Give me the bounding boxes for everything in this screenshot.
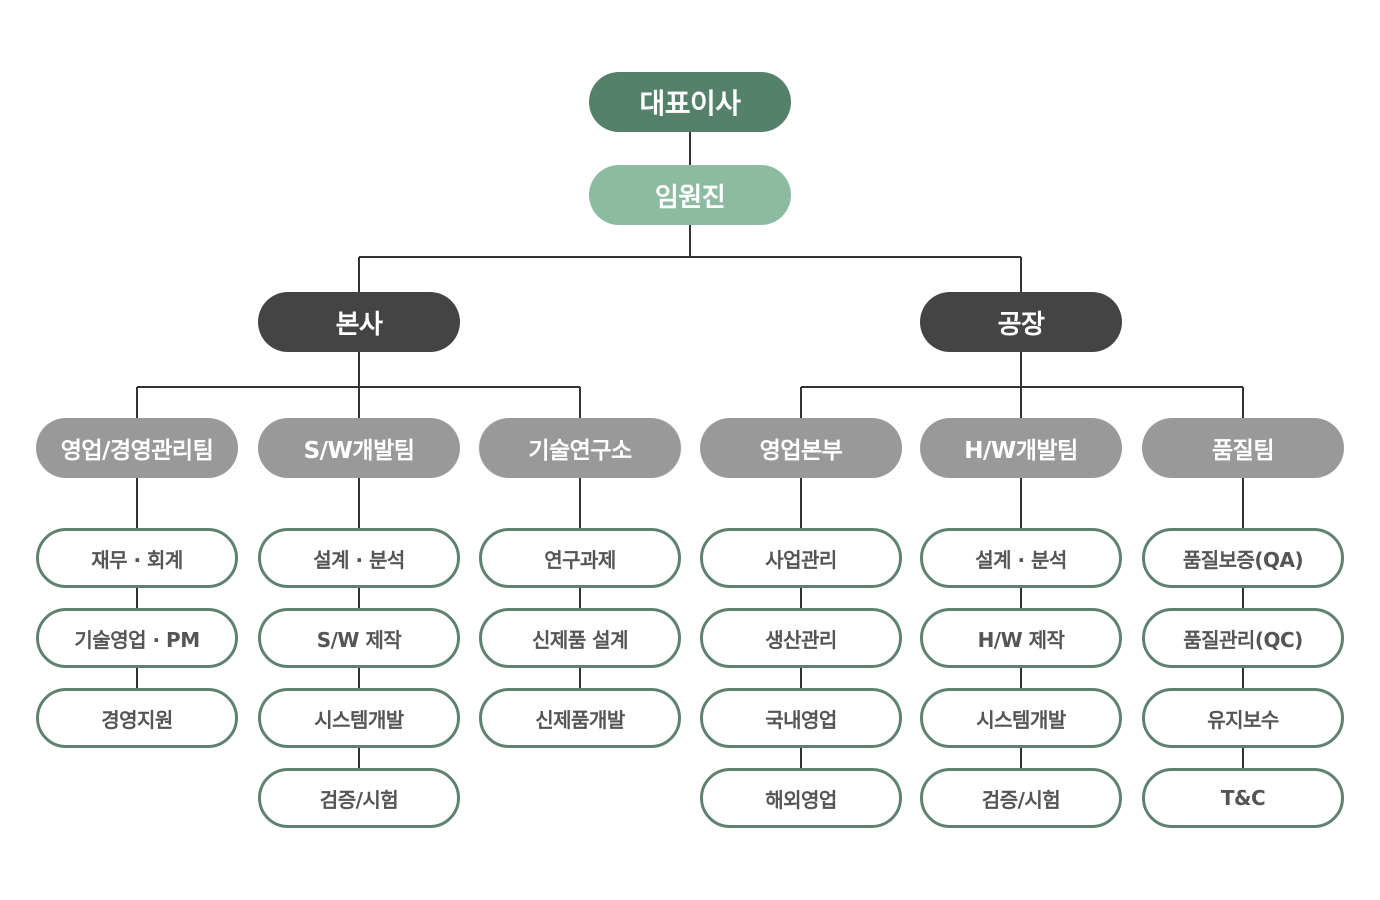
team-0-0: 영업/경영관리팀 [36, 418, 238, 478]
task-1-1-3: 검증/시험 [920, 768, 1122, 828]
task-1-0-0: 사업관리 [700, 528, 902, 588]
node-executives: 임원진 [589, 165, 791, 225]
task-1-0-2: 국내영업 [700, 688, 902, 748]
task-1-0-3: 해외영업 [700, 768, 902, 828]
task-1-2-3: T&C [1142, 768, 1344, 828]
division-0: 본사 [258, 292, 460, 352]
task-0-2-2: 신제품개발 [479, 688, 681, 748]
task-0-2-0: 연구과제 [479, 528, 681, 588]
task-0-0-1: 기술영업 · PM [36, 608, 238, 668]
team-1-2: 품질팀 [1142, 418, 1344, 478]
task-0-1-1: S/W 제작 [258, 608, 460, 668]
task-1-0-1: 생산관리 [700, 608, 902, 668]
task-1-1-0: 설계 · 분석 [920, 528, 1122, 588]
division-1: 공장 [920, 292, 1122, 352]
task-0-1-0: 설계 · 분석 [258, 528, 460, 588]
task-1-2-1: 품질관리(QC) [1142, 608, 1344, 668]
team-0-1: S/W개발팀 [258, 418, 460, 478]
task-1-1-1: H/W 제작 [920, 608, 1122, 668]
task-0-2-1: 신제품 설계 [479, 608, 681, 668]
task-0-0-2: 경영지원 [36, 688, 238, 748]
task-1-1-2: 시스템개발 [920, 688, 1122, 748]
task-0-0-0: 재무 · 회계 [36, 528, 238, 588]
task-0-1-3: 검증/시험 [258, 768, 460, 828]
task-1-2-0: 품질보증(QA) [1142, 528, 1344, 588]
task-0-1-2: 시스템개발 [258, 688, 460, 748]
node-ceo: 대표이사 [589, 72, 791, 132]
team-1-1: H/W개발팀 [920, 418, 1122, 478]
team-1-0: 영업본부 [700, 418, 902, 478]
task-1-2-2: 유지보수 [1142, 688, 1344, 748]
team-0-2: 기술연구소 [479, 418, 681, 478]
